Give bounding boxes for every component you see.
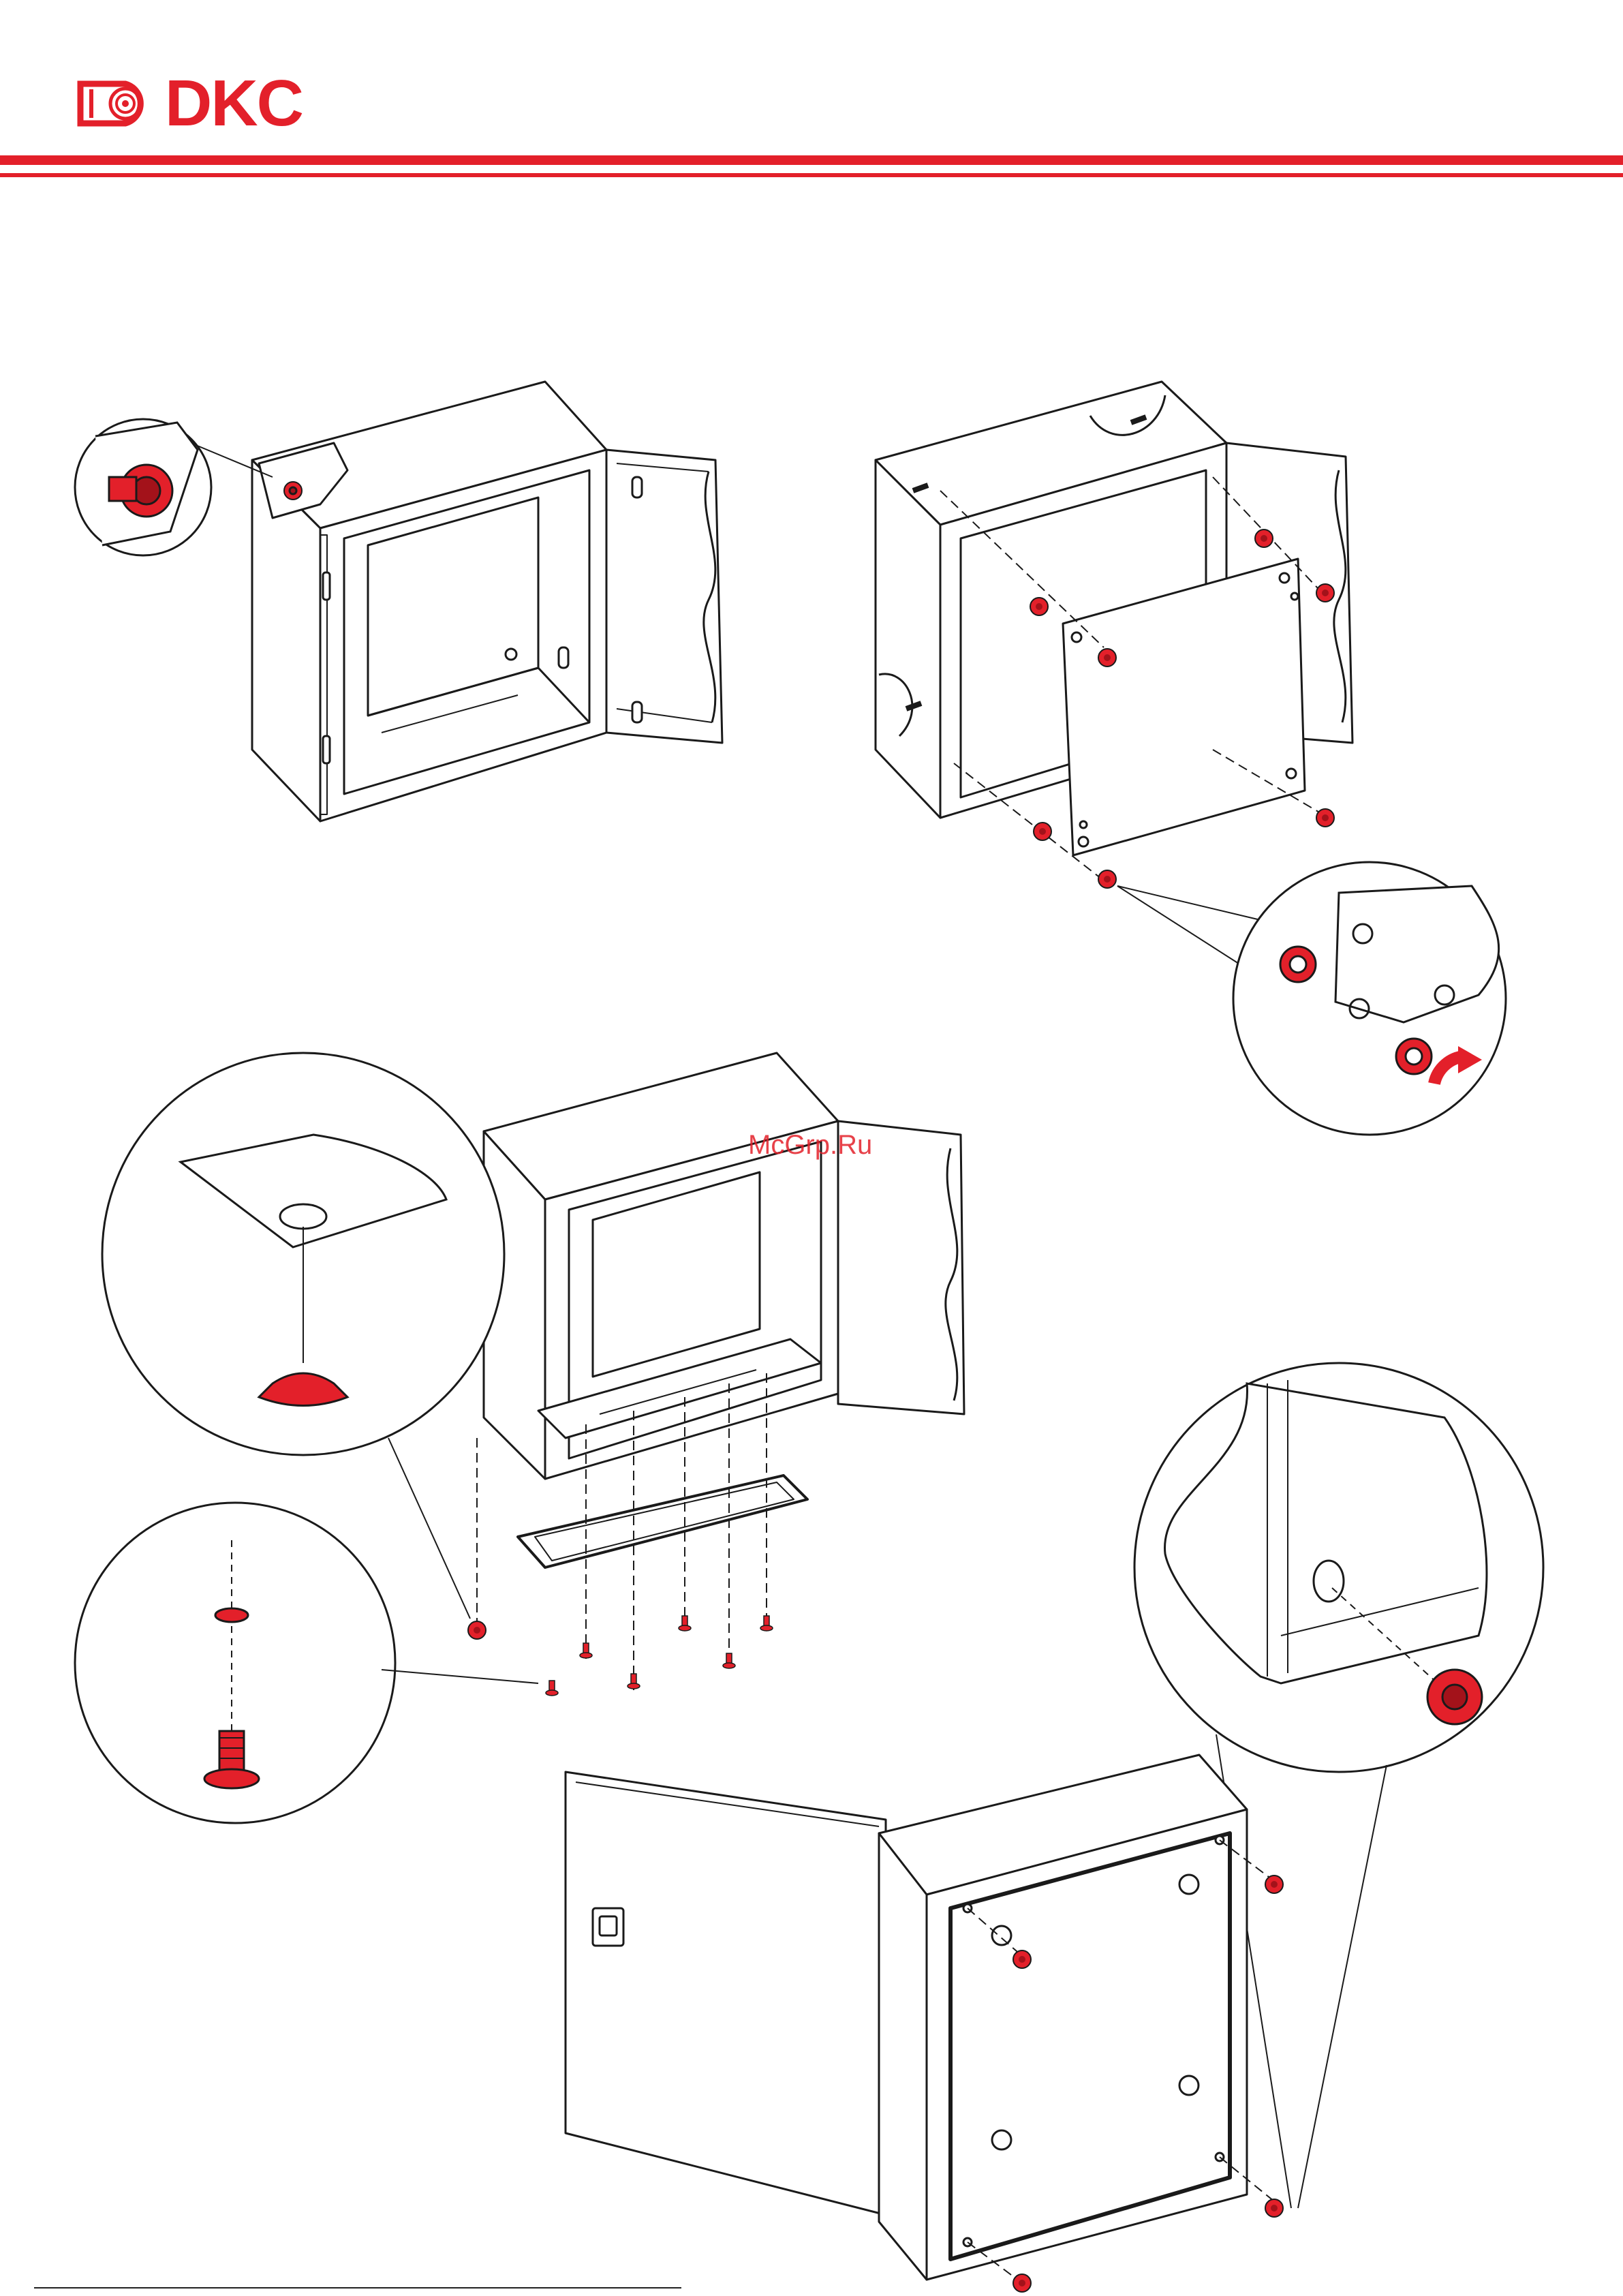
figure-enclosure-open bbox=[252, 382, 722, 821]
figure-gland-plate-screws bbox=[468, 1616, 773, 1696]
figure-mounting-plate bbox=[876, 382, 1352, 886]
figure-gland-plate-screw-callout bbox=[75, 1503, 538, 1823]
figure-enclosure-open-callout bbox=[75, 419, 273, 555]
figure-gland-plate bbox=[477, 1053, 964, 1690]
figure-mounting-plate-callout bbox=[1117, 862, 1506, 1135]
watermark: McGrp.Ru bbox=[748, 1130, 872, 1161]
figure-enclosure-rear bbox=[566, 1755, 1274, 2283]
footer-rule bbox=[34, 2287, 681, 2289]
